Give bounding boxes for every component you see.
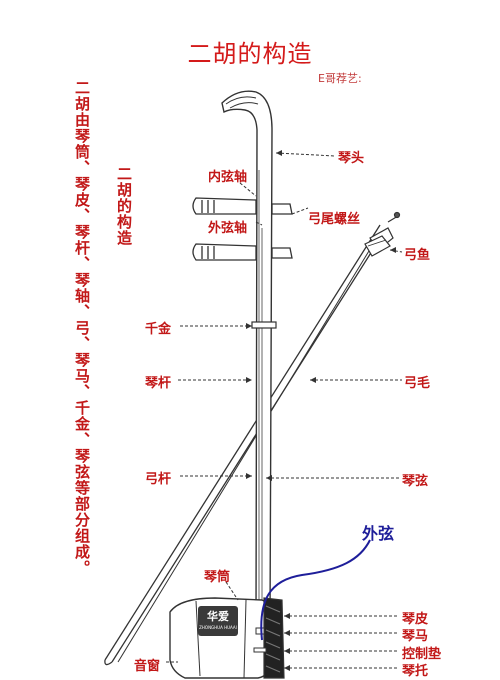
brand-plate — [198, 606, 238, 636]
label-qinma: 琴马 — [402, 629, 429, 644]
label-qintong: 琴筒 — [204, 570, 231, 585]
arrow-heads — [246, 150, 396, 671]
label-gonggan: 弓杆 — [145, 472, 172, 487]
side-heading: 二胡的构造 — [115, 166, 133, 246]
label-qintuo: 琴托 — [402, 664, 429, 679]
page-title: 二胡的构造 — [187, 40, 313, 68]
intro-text: 二胡由琴筒、琴皮、琴杆、琴轴、弓、琴马、千金、琴弦等部分组成。 — [73, 80, 91, 576]
inner-peg — [192, 197, 293, 215]
label-qinpi: 琴皮 — [402, 612, 429, 627]
label-yinchuang: 音窗 — [134, 659, 161, 674]
skin-hatch — [263, 597, 285, 679]
bow-stick — [104, 224, 387, 666]
brand-mark: 华爱 — [207, 610, 229, 623]
label-waixianzhou: 外弦轴 — [208, 221, 248, 236]
strings — [258, 170, 263, 640]
outer-string-curve — [260, 539, 371, 641]
label-qingan: 琴杆 — [145, 376, 172, 391]
label-gongmao: 弓毛 — [404, 376, 431, 391]
label-qianjin: 千金 — [145, 322, 172, 337]
brand-sub: ZHONGHUA HUAAI — [199, 625, 237, 630]
leader-lines — [166, 152, 403, 669]
label-gongyu: 弓鱼 — [404, 248, 431, 263]
bow-frog — [364, 235, 391, 257]
qinma-bridge — [255, 627, 265, 635]
label-gongweiluosi: 弓尾螺丝 — [308, 212, 361, 227]
erhu-scroll — [225, 96, 259, 109]
label-qintou: 琴头 — [338, 151, 365, 166]
label-qinxian: 琴弦 — [402, 474, 429, 489]
bow-hair — [117, 245, 373, 663]
label-kongzhidian: 控制垫 — [402, 647, 442, 662]
label-neixianzhou: 内弦轴 — [208, 170, 248, 185]
credit-text: E哥荐艺: — [318, 72, 362, 85]
control-pad — [253, 647, 267, 653]
qianjin-knot — [251, 321, 277, 329]
outer-peg — [192, 243, 293, 261]
label-waixian: 外弦 — [362, 524, 395, 543]
